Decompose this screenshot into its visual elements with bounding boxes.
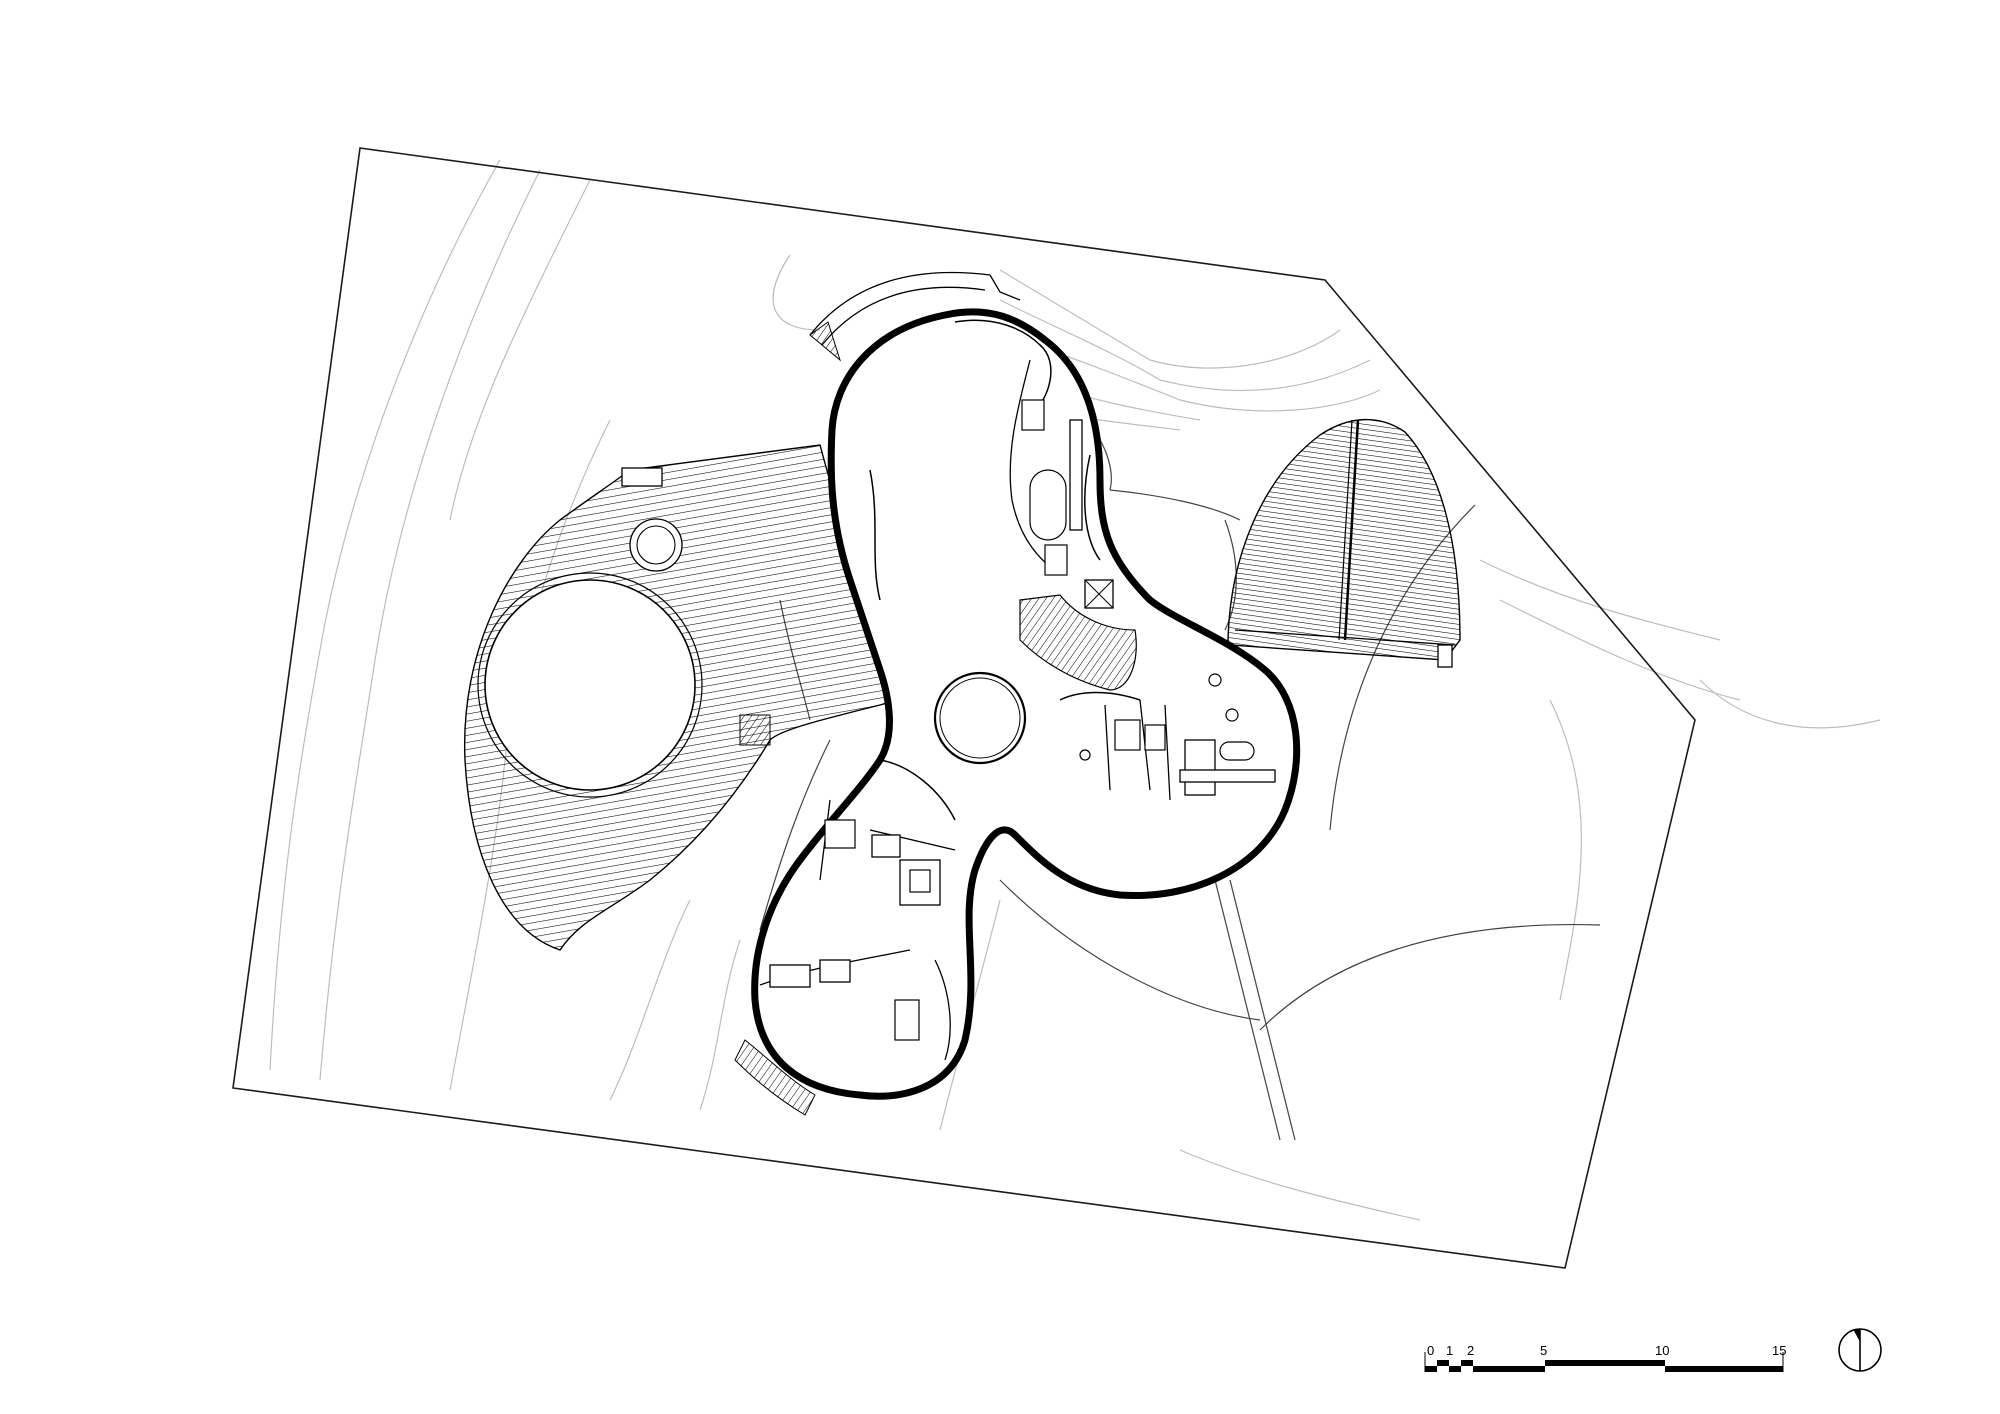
central-round-room bbox=[933, 671, 1027, 765]
scale-bar: 0 1 2 5 10 15 bbox=[1424, 1343, 1786, 1372]
spa bbox=[629, 518, 683, 572]
pool bbox=[484, 579, 696, 791]
house-plan bbox=[751, 308, 1301, 1100]
scale-label-15: 15 bbox=[1772, 1343, 1786, 1358]
scale-label-0: 0 bbox=[1427, 1343, 1434, 1358]
scale-label-10: 10 bbox=[1655, 1343, 1669, 1358]
scale-label-5: 5 bbox=[1540, 1343, 1547, 1358]
scale-label-2: 2 bbox=[1467, 1343, 1474, 1358]
house-outline bbox=[751, 308, 1301, 1100]
pergola-roof bbox=[1227, 418, 1461, 668]
site-boundary bbox=[232, 147, 1696, 1269]
north-arrow-icon bbox=[1838, 1328, 1882, 1372]
south-stair bbox=[734, 1039, 816, 1116]
scale-label-1: 1 bbox=[1446, 1343, 1453, 1358]
west-deck bbox=[463, 444, 909, 951]
north-garden-wall bbox=[809, 271, 1021, 362]
